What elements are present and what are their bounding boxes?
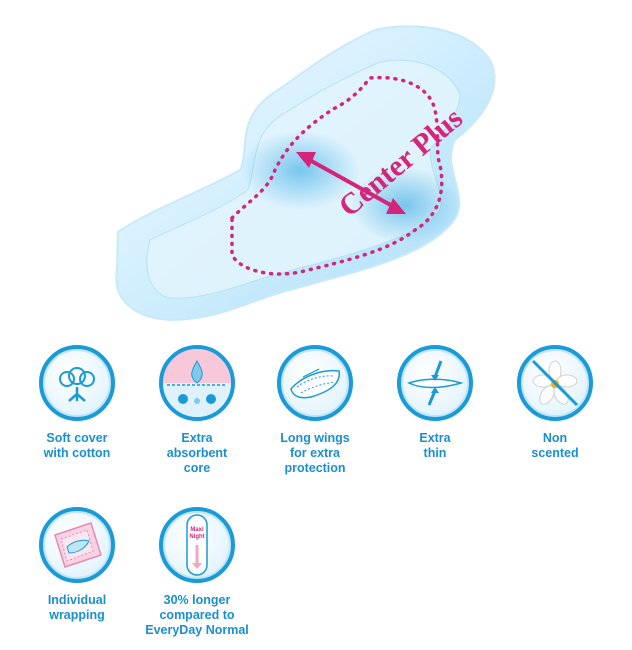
feature-label: Extra thin (419, 431, 451, 460)
longer-pad-icon: Maxi Night (159, 507, 235, 583)
feature-longer-pad: Maxi Night 30% longer compared to EveryD… (137, 507, 257, 638)
feature-label: Long wings for extra protection (280, 431, 350, 475)
absorbent-core-icon (159, 345, 235, 421)
feature-label: Individual wrapping (47, 593, 107, 622)
feature-label: 30% longer compared to EveryDay Normal (145, 593, 249, 637)
svg-text:Maxi: Maxi (190, 527, 204, 533)
thin-pad-icon (397, 345, 473, 421)
feature-soft-cover: Soft cover with cotton (17, 345, 137, 461)
feature-non-scented: Non scented (495, 345, 615, 461)
product-pad-illustration: Center Plus (115, 25, 496, 322)
long-wings-icon (277, 345, 353, 421)
feature-absorbent-core: Extra absorbent core (137, 345, 257, 476)
feature-label: Soft cover with cotton (43, 431, 111, 460)
feature-label: Non scented (531, 431, 579, 460)
feature-individual-wrapping: Individual wrapping (17, 507, 137, 623)
no-scent-flower-icon (517, 345, 593, 421)
feature-extra-thin: Extra thin (375, 345, 495, 461)
feature-label: Extra absorbent core (166, 431, 228, 475)
svg-text:Night: Night (189, 534, 204, 540)
feature-long-wings: Long wings for extra protection (255, 345, 375, 476)
wrapping-icon (39, 507, 115, 583)
cotton-flower-icon (39, 345, 115, 421)
